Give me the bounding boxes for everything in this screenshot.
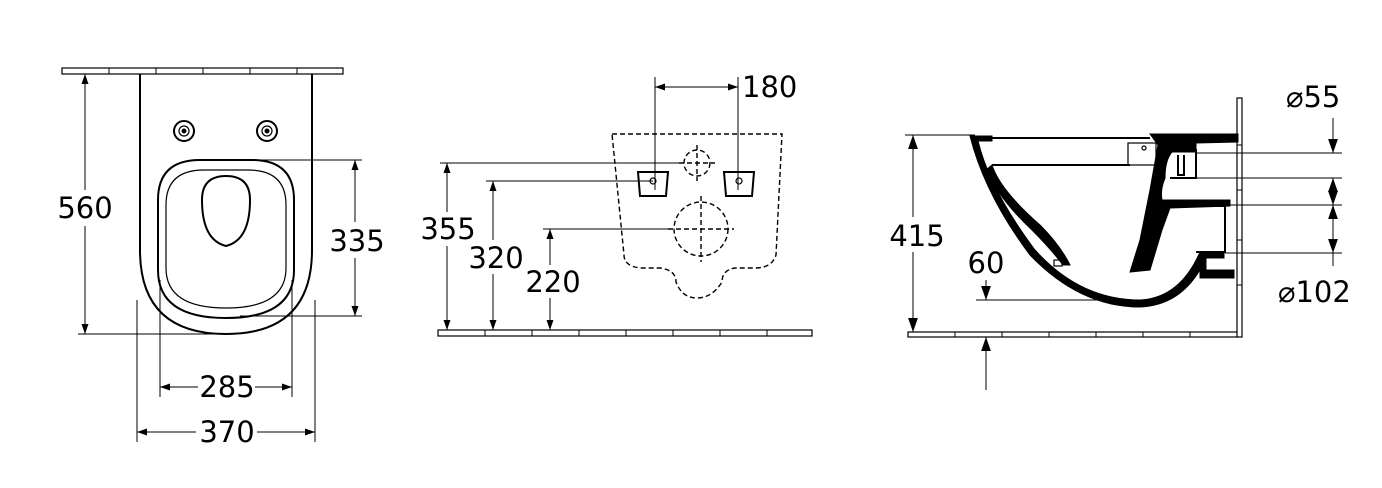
- floor-bar: [907, 331, 1239, 338]
- front-view: 560 335 285 370: [57, 67, 385, 449]
- wall: [1236, 97, 1243, 338]
- seat-line: [992, 137, 1150, 166]
- seat-outline: [157, 159, 295, 320]
- bowl-rim: [969, 135, 1225, 308]
- outlet-position-icon: [668, 196, 734, 262]
- inlet-diameter-dimension: ⌀55: [1286, 80, 1340, 114]
- outlet-diameter-dimension: ⌀102: [1278, 275, 1351, 309]
- seat-length-dimension: 335: [329, 224, 384, 258]
- outlet-pipe: [1199, 254, 1235, 279]
- bowl-inner-wall: [985, 164, 1071, 266]
- cistern-top: [1129, 133, 1239, 273]
- bolt-spacing-dimension: 180: [742, 70, 797, 104]
- bowl-opening: [200, 174, 252, 248]
- inlet-connector: [1170, 149, 1197, 179]
- width-dimension: 370: [199, 415, 254, 449]
- bracket-left: [636, 171, 670, 197]
- mounting-template-outline: [611, 133, 783, 299]
- outlet-connector: [1190, 205, 1226, 253]
- seat-hinge: [1127, 142, 1157, 166]
- seat-width-dimension: 285: [199, 370, 254, 404]
- floor-clearance-dimension: 60: [968, 246, 1005, 280]
- wall-bar: [61, 67, 344, 75]
- bolt-right-icon: [256, 120, 278, 142]
- bracket-right: [722, 171, 756, 197]
- inlet-position-icon: [679, 145, 715, 181]
- floor-bar: [437, 329, 813, 337]
- mounting-view: 180 355 320 220: [420, 70, 813, 337]
- rim-height-dimension: 415: [889, 219, 944, 253]
- seat-inner-outline: [165, 169, 287, 309]
- outlet-height-dimension: 220: [525, 265, 580, 299]
- height-dimension: 560: [57, 191, 112, 225]
- bolt-left-icon: [173, 120, 195, 142]
- side-view: 415 60 ⌀55 ⌀102: [889, 80, 1351, 390]
- bolt-height-dimension: 355: [420, 212, 475, 246]
- bracket-height-dimension: 320: [468, 241, 523, 275]
